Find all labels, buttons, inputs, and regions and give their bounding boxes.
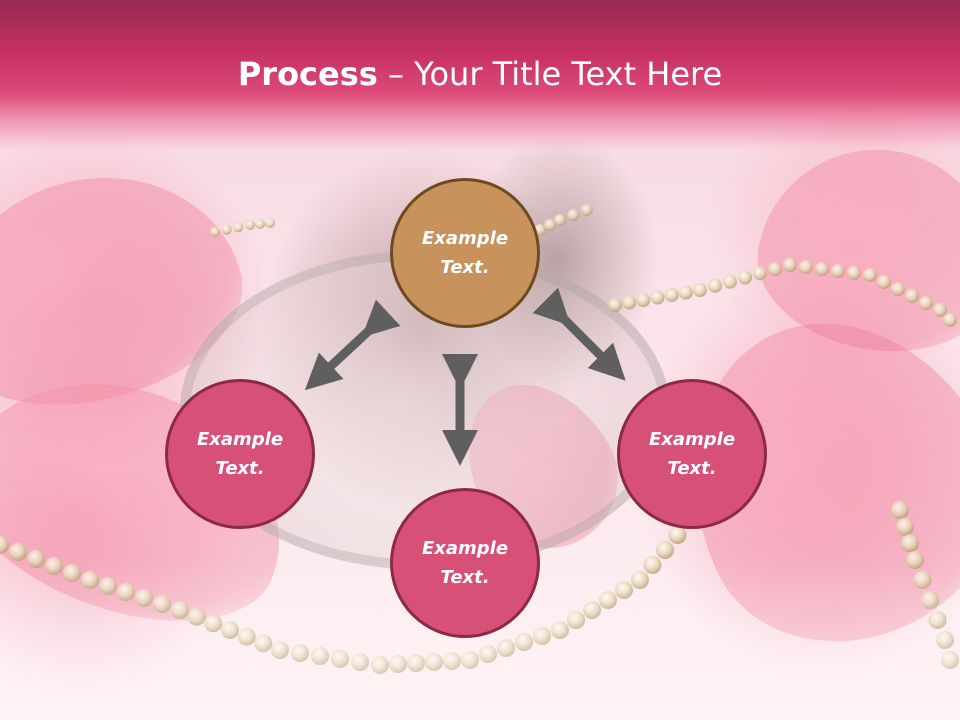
process-node-bottom: Example Text.: [390, 488, 540, 638]
title-rest: – Your Title Text Here: [377, 55, 723, 93]
process-node-top: Example Text.: [390, 178, 540, 328]
node-bottom-text: Example Text.: [421, 538, 509, 588]
arrow-top-left: [304, 299, 401, 391]
node-left-text: Example Text.: [196, 429, 284, 479]
process-node-left: Example Text.: [165, 379, 315, 529]
process-node-right: Example Text.: [617, 379, 767, 529]
arrow-top-right: [532, 287, 626, 381]
node-top-text: Example Text.: [421, 228, 509, 278]
slide-title: Process – Your Title Text Here: [0, 52, 960, 96]
node-right-text: Example Text.: [648, 429, 736, 479]
title-bar: Process – Your Title Text Here: [0, 0, 960, 150]
title-bold: Process: [237, 55, 378, 93]
